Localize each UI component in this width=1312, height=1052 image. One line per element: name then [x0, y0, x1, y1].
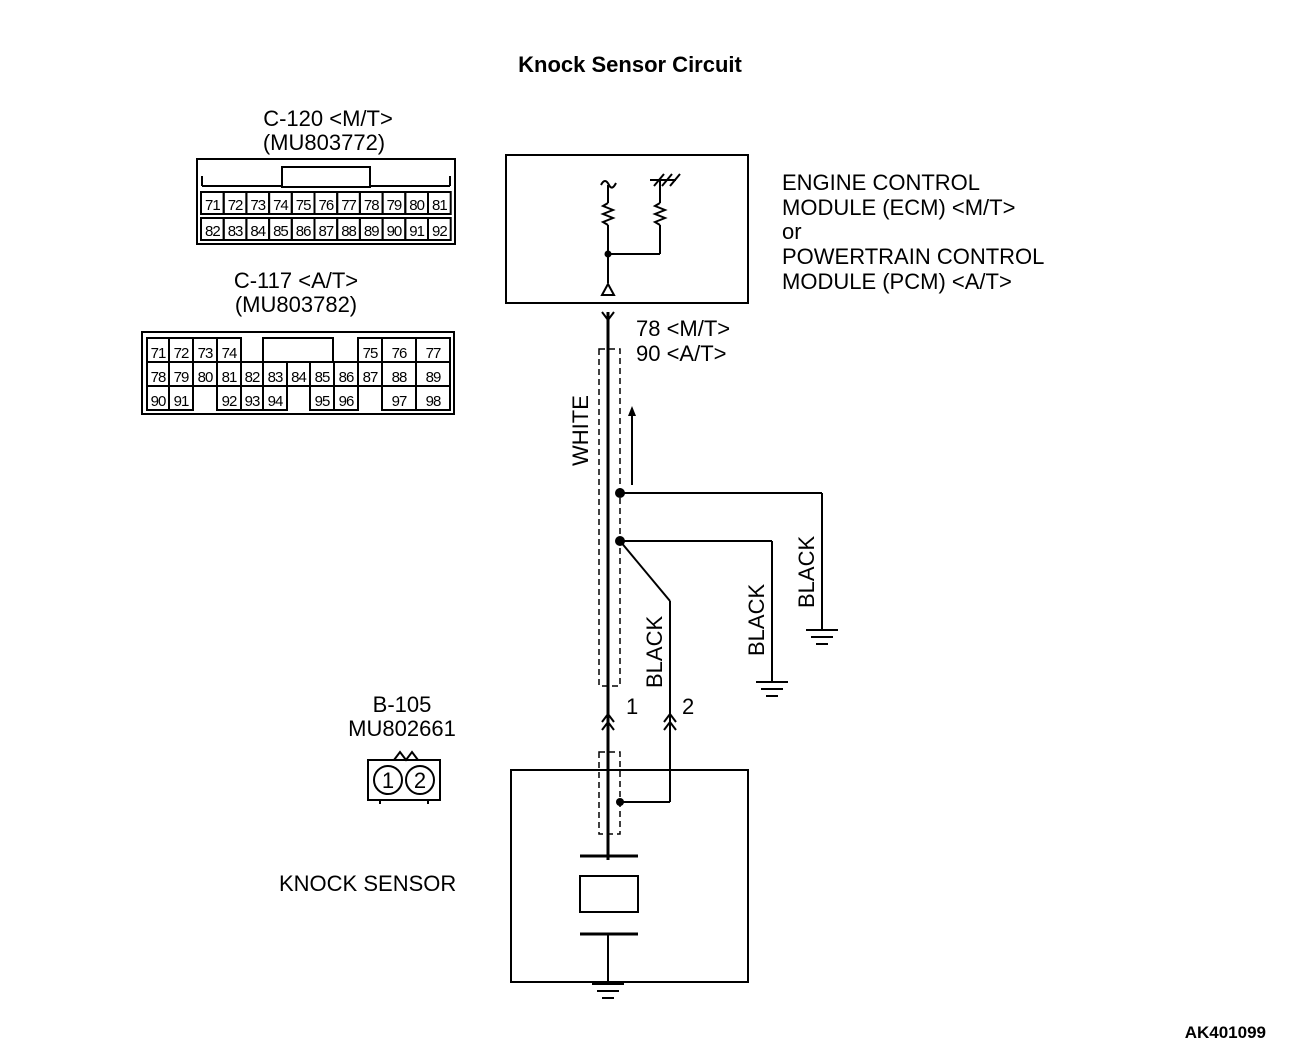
sensor-box — [510, 769, 749, 983]
c117-pin-83-label: 83 — [268, 369, 283, 386]
c117-pin-89-label: 89 — [426, 369, 441, 386]
b105-pin-1-text: 1 — [382, 768, 394, 793]
c120-pin-85-label: 85 — [273, 223, 288, 240]
ecm-label-1: ENGINE CONTROL — [782, 170, 980, 195]
c117-pin-95-label: 95 — [315, 393, 330, 410]
c117-part: (MU803782) — [235, 292, 357, 317]
c120-pin-89-label: 89 — [364, 223, 379, 240]
c117-pin-76-label: 76 — [392, 345, 407, 362]
c117-pin-73-label: 73 — [198, 345, 213, 362]
c117-pin-82-label: 82 — [245, 369, 260, 386]
terminal-mt: 78 <M/T> — [636, 316, 730, 341]
c117-pin-81-label: 81 — [222, 369, 237, 386]
c117-pin-grid: 71 72 73 74 75 76 77 78 79 80 81 82 83 84 85 86 87 88 89 90… — [146, 337, 451, 411]
c117-pin-91-label: 91 — [174, 393, 189, 410]
ecm-box — [505, 154, 749, 304]
c117-pin-98 — [415, 385, 451, 411]
c117-pin-86-label: 86 — [339, 369, 354, 386]
c117-pin-92-label: 92 — [222, 393, 237, 410]
ecm-module: ENGINE CONTROL MODULE (ECM) <M/T> or POW… — [505, 154, 1044, 304]
c117-pin-78-label: 78 — [151, 369, 166, 386]
c117-pin-96 — [333, 385, 359, 411]
c120-pin-77-label: 77 — [341, 197, 356, 214]
sensor-pin-2-label: 2 — [682, 694, 694, 719]
c117-pin-93-label: 93 — [245, 393, 260, 410]
c120-pin-81-label: 81 — [432, 197, 447, 214]
b105-pin-1 — [373, 765, 403, 795]
connector-b105: B-105 MU802661 1 2 — [348, 692, 456, 804]
diagram-title: Knock Sensor Circuit — [518, 52, 742, 77]
shield-lower — [598, 751, 621, 835]
sensor-element — [579, 875, 639, 913]
ecm-label-2: MODULE (ECM) <M/T> — [782, 195, 1015, 220]
c120-pin-80-label: 80 — [409, 197, 424, 214]
c117-name: C-117 <A/T> — [234, 268, 358, 293]
c120-pin-73-label: 73 — [250, 197, 265, 214]
c117-pin-88-label: 88 — [392, 369, 407, 386]
c120-pin-82-label: 82 — [205, 223, 220, 240]
b105-pin-2 — [405, 765, 435, 795]
c117-pin-94 — [262, 385, 288, 411]
c117-pin-85-label: 85 — [315, 369, 330, 386]
b105-pin-2-text: 2 — [414, 768, 426, 793]
c120-pin-91-label: 91 — [409, 223, 424, 240]
c120-pin-78-label: 78 — [364, 197, 379, 214]
shield-upper — [598, 348, 621, 687]
c120-latch — [281, 166, 371, 188]
c120-pin-74-label: 74 — [273, 197, 288, 214]
c120-pin-76-label: 76 — [319, 197, 334, 214]
c117-pin-79-label: 79 — [174, 369, 189, 386]
c117-pin-96-label: 96 — [339, 393, 354, 410]
b105-part: MU802661 — [348, 716, 456, 741]
c120-pin-grid: 71 72 73 74 75 76 77 78 79 80 81 82 83 84 85 86 87 88 89 90… — [200, 191, 452, 241]
ecm-label-4: POWERTRAIN CONTROL — [782, 244, 1044, 269]
sensor-pin-1-label: 1 — [626, 694, 638, 719]
knock-sensor — [510, 769, 749, 999]
c117-pin-84-label: 84 — [291, 369, 306, 386]
ecm-label-5: MODULE (PCM) <A/T> — [782, 269, 1012, 294]
c117-pin-87-label: 87 — [363, 369, 378, 386]
c117-pin-98-label: 98 — [426, 393, 441, 410]
terminal-at: 90 <A/T> — [636, 341, 727, 366]
c120-pin-88-label: 88 — [341, 223, 356, 240]
figure-id: AK401099 — [1185, 1023, 1266, 1042]
c120-pin-71-label: 71 — [205, 197, 220, 214]
c120-name: C-120 <M/T> — [263, 106, 393, 131]
c117-pin-94-label: 94 — [268, 393, 283, 410]
c120-pin-81 — [427, 191, 452, 215]
c120-body — [196, 158, 456, 245]
c120-pin-92-label: 92 — [432, 223, 447, 240]
c117-pin-91 — [168, 385, 194, 411]
c117-pin-77-label: 77 — [426, 345, 441, 362]
c120-pin-90-label: 90 — [387, 223, 402, 240]
c120-pin-83-label: 83 — [228, 223, 243, 240]
c117-latch — [262, 337, 334, 363]
c120-pin-72-label: 72 — [228, 197, 243, 214]
wire-label-black-2: BLACK — [744, 584, 769, 656]
c117-pin-97-label: 97 — [392, 393, 407, 410]
c117-pin-75-label: 75 — [363, 345, 378, 362]
c117-pin-71-label: 71 — [151, 345, 166, 362]
c120-pin-84-label: 84 — [250, 223, 265, 240]
b105-name: B-105 — [373, 692, 432, 717]
c117-pin-72-label: 72 — [174, 345, 189, 362]
c117-pin-90-label: 90 — [151, 393, 166, 410]
wire-label-black-3: BLACK — [794, 536, 819, 608]
c120-pin-79-label: 79 — [387, 197, 402, 214]
c120-pin-86-label: 86 — [296, 223, 311, 240]
c120-pin-87-label: 87 — [319, 223, 334, 240]
c117-pin-74-label: 74 — [222, 345, 237, 362]
knock-sensor-label: KNOCK SENSOR — [279, 871, 456, 896]
wire-label-black-1: BLACK — [642, 616, 667, 688]
c120-pin-92 — [427, 217, 452, 241]
ecm-label-3: or — [782, 219, 802, 244]
c120-part: (MU803772) — [263, 130, 385, 155]
wire-label-white: WHITE — [568, 395, 593, 466]
c120-pin-75-label: 75 — [296, 197, 311, 214]
c117-pin-80-label: 80 — [198, 369, 213, 386]
b105-body — [367, 759, 441, 801]
c117-body — [141, 331, 455, 415]
